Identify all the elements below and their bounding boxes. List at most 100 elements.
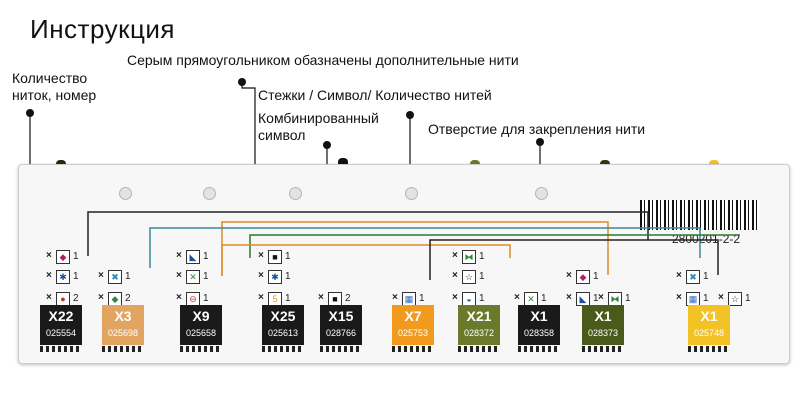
stitch-symbol-icon: ✖ <box>108 270 122 284</box>
stitch-symbol-icon: ✖ <box>686 270 700 284</box>
stitch-cross: × <box>598 292 604 303</box>
thread-plate: X15 028766 <box>320 305 362 345</box>
stitch-cross: × <box>676 292 682 303</box>
plate-number: 028358 <box>523 328 555 338</box>
stitch-symbol-icon: ◒ <box>462 292 476 306</box>
label-stitches: Стежки / Символ/ Количество нитей <box>258 87 492 103</box>
stitch-symbol-icon: ● <box>56 292 70 306</box>
stitch-symbol-icon: ▦ <box>686 292 700 306</box>
thread-count: 1 <box>285 293 291 304</box>
plate-code: X15 <box>328 308 354 324</box>
dot-count <box>26 109 34 117</box>
thread-count: 1 <box>73 251 79 262</box>
stitch-cross: × <box>514 292 520 303</box>
dot-combined <box>323 141 331 149</box>
stitch-symbol-icon: ⊖ <box>186 292 200 306</box>
stitch-symbol-icon: ■ <box>268 250 282 264</box>
thread-plate: X1 025748 <box>688 305 730 345</box>
dot-hole <box>536 138 544 146</box>
thread-plate: X25 025613 <box>262 305 304 345</box>
plate-teeth <box>688 346 730 352</box>
plate-code: X1 <box>700 308 718 324</box>
plate-number: 025753 <box>397 328 429 338</box>
stitch-symbol-icon: ■ <box>328 292 342 306</box>
plate-teeth <box>392 346 434 352</box>
stitch-symbol-icon: ▦ <box>402 292 416 306</box>
plate-code: X21 <box>466 308 492 324</box>
stitch-cross: × <box>176 250 182 261</box>
plate-code: X7 <box>404 308 422 324</box>
thread-count: 1 <box>541 293 547 304</box>
stitch-cross: × <box>258 270 264 281</box>
stitch-cross: × <box>46 250 52 261</box>
stitch-symbol-icon: ✱ <box>268 270 282 284</box>
plate-teeth <box>518 346 560 352</box>
thread-count: 1 <box>203 271 209 282</box>
thread-plate: X9 025658 <box>180 305 222 345</box>
plate-number: 025658 <box>185 328 217 338</box>
stitch-symbol-icon: ◆ <box>56 250 70 264</box>
thread-count: 1 <box>285 271 291 282</box>
barcode <box>640 200 760 230</box>
plate-teeth <box>320 346 362 352</box>
stitch-symbol-icon: 5 <box>268 292 282 306</box>
stitch-symbol-icon: ⧓ <box>608 292 622 306</box>
plate-teeth <box>180 346 222 352</box>
stitch-cross: × <box>258 292 264 303</box>
connector-black <box>87 211 649 256</box>
thread-plate: X7 025753 <box>392 305 434 345</box>
stitch-cross: × <box>98 270 104 281</box>
plate-number: 028766 <box>325 328 357 338</box>
plate-code: X1 <box>530 308 548 324</box>
stitch-cross: × <box>98 292 104 303</box>
label-fixing-hole: Отверстие для закрепления нити <box>428 121 646 137</box>
plate-code: X22 <box>48 308 74 324</box>
stitch-symbol-icon: ☆ <box>728 292 742 306</box>
stitch-cross: × <box>176 270 182 281</box>
page-title: Инструкция <box>30 14 175 44</box>
stitch-cross: × <box>176 292 182 303</box>
thread-count: 1 <box>479 251 485 262</box>
stitch-symbol-icon: ✱ <box>56 270 70 284</box>
plate-number: 025698 <box>107 328 139 338</box>
stitch-symbol-icon: ✕ <box>524 292 538 306</box>
plate-teeth <box>458 346 500 352</box>
stitch-cross: × <box>676 270 682 281</box>
thread-count: 1 <box>479 293 485 304</box>
stitch-cross: × <box>392 292 398 303</box>
plate-teeth <box>582 346 624 352</box>
fixing-hole <box>535 187 548 200</box>
stitch-symbol-icon: ☆ <box>462 270 476 284</box>
fixing-hole <box>289 187 302 200</box>
plate-number: 028373 <box>587 328 619 338</box>
stitch-cross: × <box>718 292 724 303</box>
plate-code: X1 <box>594 308 612 324</box>
thread-count: 1 <box>703 293 709 304</box>
plate-number: 025613 <box>267 328 299 338</box>
plate-teeth <box>102 346 144 352</box>
label-combined-symbol: Комбинированный символ <box>258 110 379 143</box>
dot-gray <box>238 78 246 86</box>
thread-count: 1 <box>125 271 131 282</box>
thread-count: 1 <box>703 271 709 282</box>
stitch-symbol-icon: ⧓ <box>462 250 476 264</box>
plate-number: 025554 <box>45 328 77 338</box>
stitch-cross: × <box>566 270 572 281</box>
stitch-symbol-icon: ◆ <box>576 270 590 284</box>
plate-number: 025748 <box>693 328 725 338</box>
plate-code: X25 <box>270 308 296 324</box>
thread-count: 1 <box>203 293 209 304</box>
fixing-hole <box>405 187 418 200</box>
thread-count: 2 <box>73 293 79 304</box>
thread-plate: X22 025554 <box>40 305 82 345</box>
plate-code: X9 <box>192 308 210 324</box>
stitch-cross: × <box>46 270 52 281</box>
stitch-cross: × <box>258 250 264 261</box>
stitch-symbol-icon: ◣ <box>186 250 200 264</box>
connector-orange2 <box>221 244 511 276</box>
fixing-hole <box>203 187 216 200</box>
thread-plate: X1 028358 <box>518 305 560 345</box>
stitch-cross: × <box>318 292 324 303</box>
thread-count: 1 <box>73 271 79 282</box>
